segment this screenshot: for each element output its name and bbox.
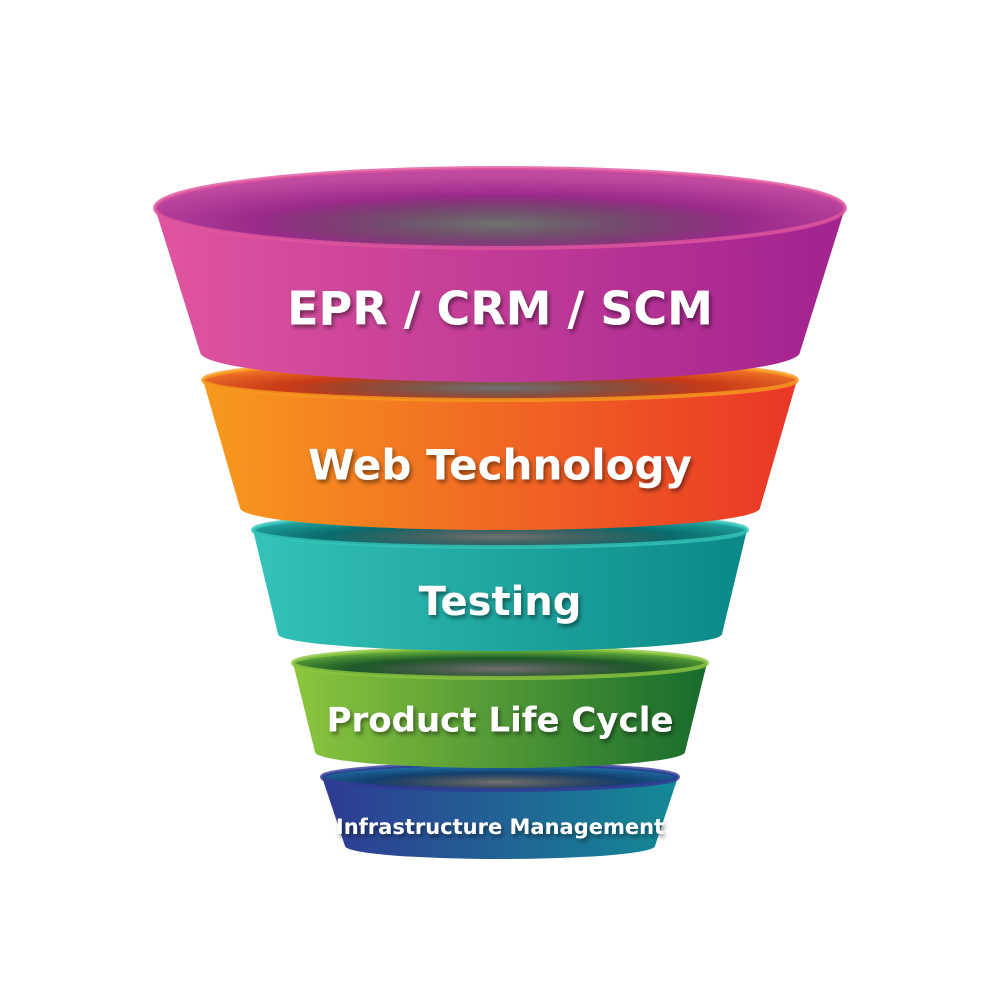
funnel-tier-body <box>322 777 678 859</box>
funnel-tier-body <box>155 208 845 382</box>
funnel-tier-4: Product Life Cycle <box>291 646 709 768</box>
funnel-tier-label: Product Life Cycle <box>327 701 674 741</box>
funnel-tier-opening <box>322 764 678 790</box>
funnel-tier-5: Infrastructure Management <box>320 762 680 859</box>
funnel-tier-label: Testing <box>419 579 582 625</box>
funnel-tier-opening <box>155 168 845 248</box>
funnel-tier-label: Web Technology <box>308 441 692 490</box>
funnel-tier-body <box>253 530 747 651</box>
funnel-tier-label: EPR / CRM / SCM <box>287 282 713 336</box>
funnel-tier-rim <box>153 166 847 250</box>
funnel-tier-2: Web Technology <box>201 358 799 530</box>
funnel-tier-label: Infrastructure Management <box>336 815 664 839</box>
funnel-tier-1: EPR / CRM / SCM <box>153 166 847 382</box>
funnel-tier-3: Testing <box>251 511 749 651</box>
funnel-tier-body <box>293 663 707 768</box>
funnel-tier-body <box>203 380 797 530</box>
funnel-tier-opening <box>293 648 707 678</box>
